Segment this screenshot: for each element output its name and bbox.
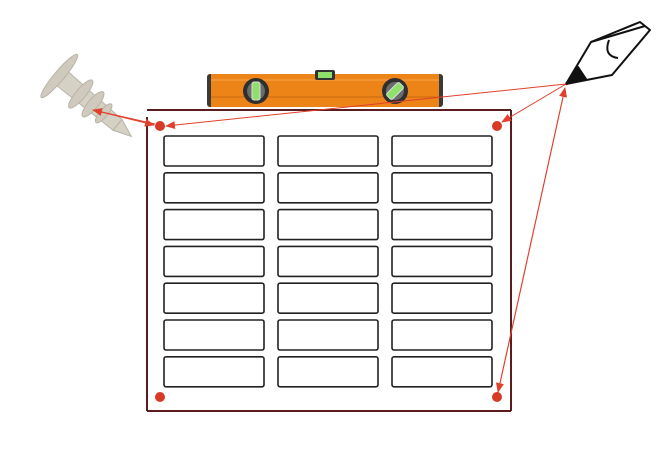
label-slot bbox=[391, 135, 493, 167]
label-slot bbox=[163, 245, 265, 278]
arrow-pencil-to-top-right bbox=[501, 83, 567, 123]
arrow-pencil-to-top-left bbox=[165, 83, 567, 130]
mount-point-top-right bbox=[492, 121, 502, 131]
label-panel bbox=[146, 109, 512, 412]
spirit-level-icon bbox=[207, 70, 443, 107]
label-slot bbox=[163, 319, 265, 351]
label-slot bbox=[163, 355, 265, 388]
label-slot bbox=[277, 319, 379, 351]
label-slot bbox=[391, 319, 493, 351]
mount-point-bottom-left bbox=[155, 392, 165, 402]
mount-point-bottom-right bbox=[492, 392, 502, 402]
label-slot bbox=[277, 172, 379, 204]
label-slot bbox=[277, 208, 379, 241]
arrows bbox=[92, 83, 567, 398]
label-slot bbox=[277, 135, 379, 167]
wall-anchor-icon bbox=[40, 53, 133, 138]
arrow-pencil-to-bottom-right bbox=[496, 87, 566, 393]
label-slot bbox=[277, 282, 379, 315]
label-slot bbox=[163, 208, 265, 241]
label-slot bbox=[163, 282, 265, 315]
label-slot bbox=[277, 245, 379, 278]
label-slot bbox=[391, 355, 493, 388]
label-slot bbox=[391, 208, 493, 241]
label-slot bbox=[277, 355, 379, 388]
label-slot bbox=[391, 282, 493, 315]
pencil-icon bbox=[565, 21, 651, 85]
arrow-anchor-to-dot bbox=[92, 109, 155, 127]
mount-point-top-left bbox=[155, 121, 165, 131]
label-slot bbox=[391, 245, 493, 278]
label-grid bbox=[163, 135, 493, 388]
label-slot bbox=[163, 172, 265, 204]
label-slot bbox=[163, 135, 265, 167]
label-slot bbox=[391, 172, 493, 204]
